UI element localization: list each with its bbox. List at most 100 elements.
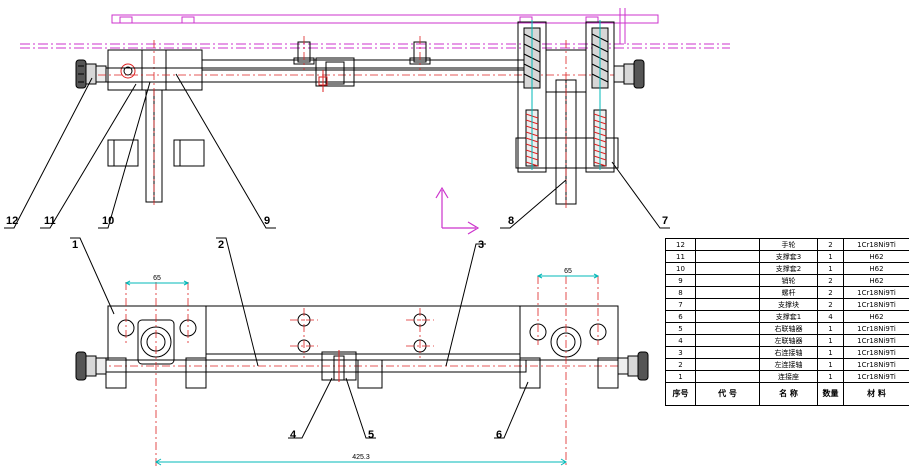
- bom-cell-code: [695, 250, 760, 263]
- bom-cell-name: 支撑套3: [759, 250, 818, 263]
- bom-cell-qty: 1: [817, 358, 844, 371]
- left-pin-circle: [120, 63, 136, 79]
- callout-12: 12: [6, 215, 18, 227]
- callout-9: 9: [264, 215, 270, 227]
- leader-6: [494, 381, 529, 439]
- bom-cell-seq: 6: [665, 310, 696, 323]
- bom-cell-material: 1Cr18Ni9Ti: [843, 346, 909, 359]
- leader-10: [98, 81, 151, 229]
- bom-cell-seq: 7: [665, 298, 696, 311]
- leader-5: [345, 377, 376, 439]
- bom-cell-code: [695, 238, 760, 251]
- bom-cell-code: [695, 310, 760, 323]
- leader-11: [40, 83, 137, 229]
- bom-cell-code: [695, 346, 760, 359]
- bom-cell-name: 右联轴器: [759, 322, 818, 335]
- callout-5: 5: [368, 429, 374, 441]
- bom-cell-code: [695, 298, 760, 311]
- bom-cell-name: 右连接轴: [759, 346, 818, 359]
- bom-cell-code: [695, 286, 760, 299]
- bom-cell-seq: 9: [665, 274, 696, 287]
- right-support-block: [515, 137, 619, 169]
- right-handwheel: [633, 59, 645, 89]
- bom-cell-qty: 4: [817, 310, 844, 323]
- bom-header-seq: 序号: [665, 382, 696, 406]
- callout-3: 3: [478, 239, 484, 251]
- callout-8: 8: [508, 215, 514, 227]
- left-foot: [107, 139, 139, 167]
- bom-cell-qty: 1: [817, 322, 844, 335]
- bom-cell-code: [695, 334, 760, 347]
- bom-cell-seq: 8: [665, 286, 696, 299]
- leader-7: [611, 161, 670, 229]
- bom-cell-material: 1Cr18Ni9Ti: [843, 370, 909, 383]
- callout-1: 1: [72, 239, 78, 251]
- bom-cell-code: [695, 262, 760, 275]
- leader-4: [288, 377, 333, 439]
- bom-cell-qty: 1: [817, 334, 844, 347]
- dim-overall-label: 425.3: [352, 454, 370, 461]
- leader-12: [4, 77, 93, 229]
- callout-6: 6: [496, 429, 502, 441]
- leader-9: [175, 73, 276, 229]
- bom-cell-qty: 2: [817, 274, 844, 287]
- bom-cell-material: H62: [843, 250, 909, 263]
- bom-cell-seq: 5: [665, 322, 696, 335]
- callout-4: 4: [290, 429, 297, 441]
- bom-cell-name: 螺杆: [759, 286, 818, 299]
- bom-cell-name: 左连接轴: [759, 358, 818, 371]
- bom-cell-code: [695, 274, 760, 287]
- bom-header-material: 材 料: [843, 382, 909, 406]
- bom-cell-seq: 10: [665, 262, 696, 275]
- view-direction-arrow: [435, 186, 480, 235]
- dimension-right-pitch: 65: [536, 268, 600, 279]
- bom-cell-name: 手轮: [759, 238, 818, 251]
- bom-cell-seq: 3: [665, 346, 696, 359]
- bom-cell-material: H62: [843, 274, 909, 287]
- bom-cell-qty: 1: [817, 250, 844, 263]
- bom-cell-name: 连接座: [759, 370, 818, 383]
- front-coupling: [315, 57, 355, 87]
- callout-10: 10: [102, 215, 114, 227]
- bom-cell-material: 1Cr18Ni9Ti: [843, 238, 909, 251]
- bom-cell-material: H62: [843, 310, 909, 323]
- bom-cell-material: 1Cr18Ni9Ti: [843, 286, 909, 299]
- bom-cell-material: 1Cr18Ni9Ti: [843, 334, 909, 347]
- bom-cell-qty: 2: [817, 298, 844, 311]
- dim-right-pitch-label: 65: [564, 268, 572, 275]
- dimension-left-pitch: 65: [124, 275, 190, 286]
- bom-cell-code: [695, 322, 760, 335]
- bom-cell-name: 左联轴器: [759, 334, 818, 347]
- bom-header-row: 序号代 号名 称数量材 料: [665, 382, 909, 406]
- left-support-body: [107, 49, 203, 91]
- plan-view: [75, 276, 649, 466]
- front-view: [20, 8, 730, 208]
- leader-1: [70, 237, 115, 315]
- bom-header-name: 名 称: [759, 382, 818, 406]
- leader-3: [445, 243, 486, 367]
- top-frame-outline: [111, 14, 659, 24]
- bom-cell-material: 1Cr18Ni9Ti: [843, 322, 909, 335]
- bom-cell-code: [695, 370, 760, 383]
- bom-header-qty: 数量: [817, 382, 844, 406]
- callout-leaders: [4, 73, 670, 439]
- leader-8: [500, 179, 567, 229]
- callout-7: 7: [662, 215, 668, 227]
- bom-cell-code: [695, 358, 760, 371]
- bom-cell-material: H62: [843, 262, 909, 275]
- right-base-plate: [519, 305, 619, 361]
- bom-cell-seq: 11: [665, 250, 696, 263]
- bom-cell-qty: 2: [817, 238, 844, 251]
